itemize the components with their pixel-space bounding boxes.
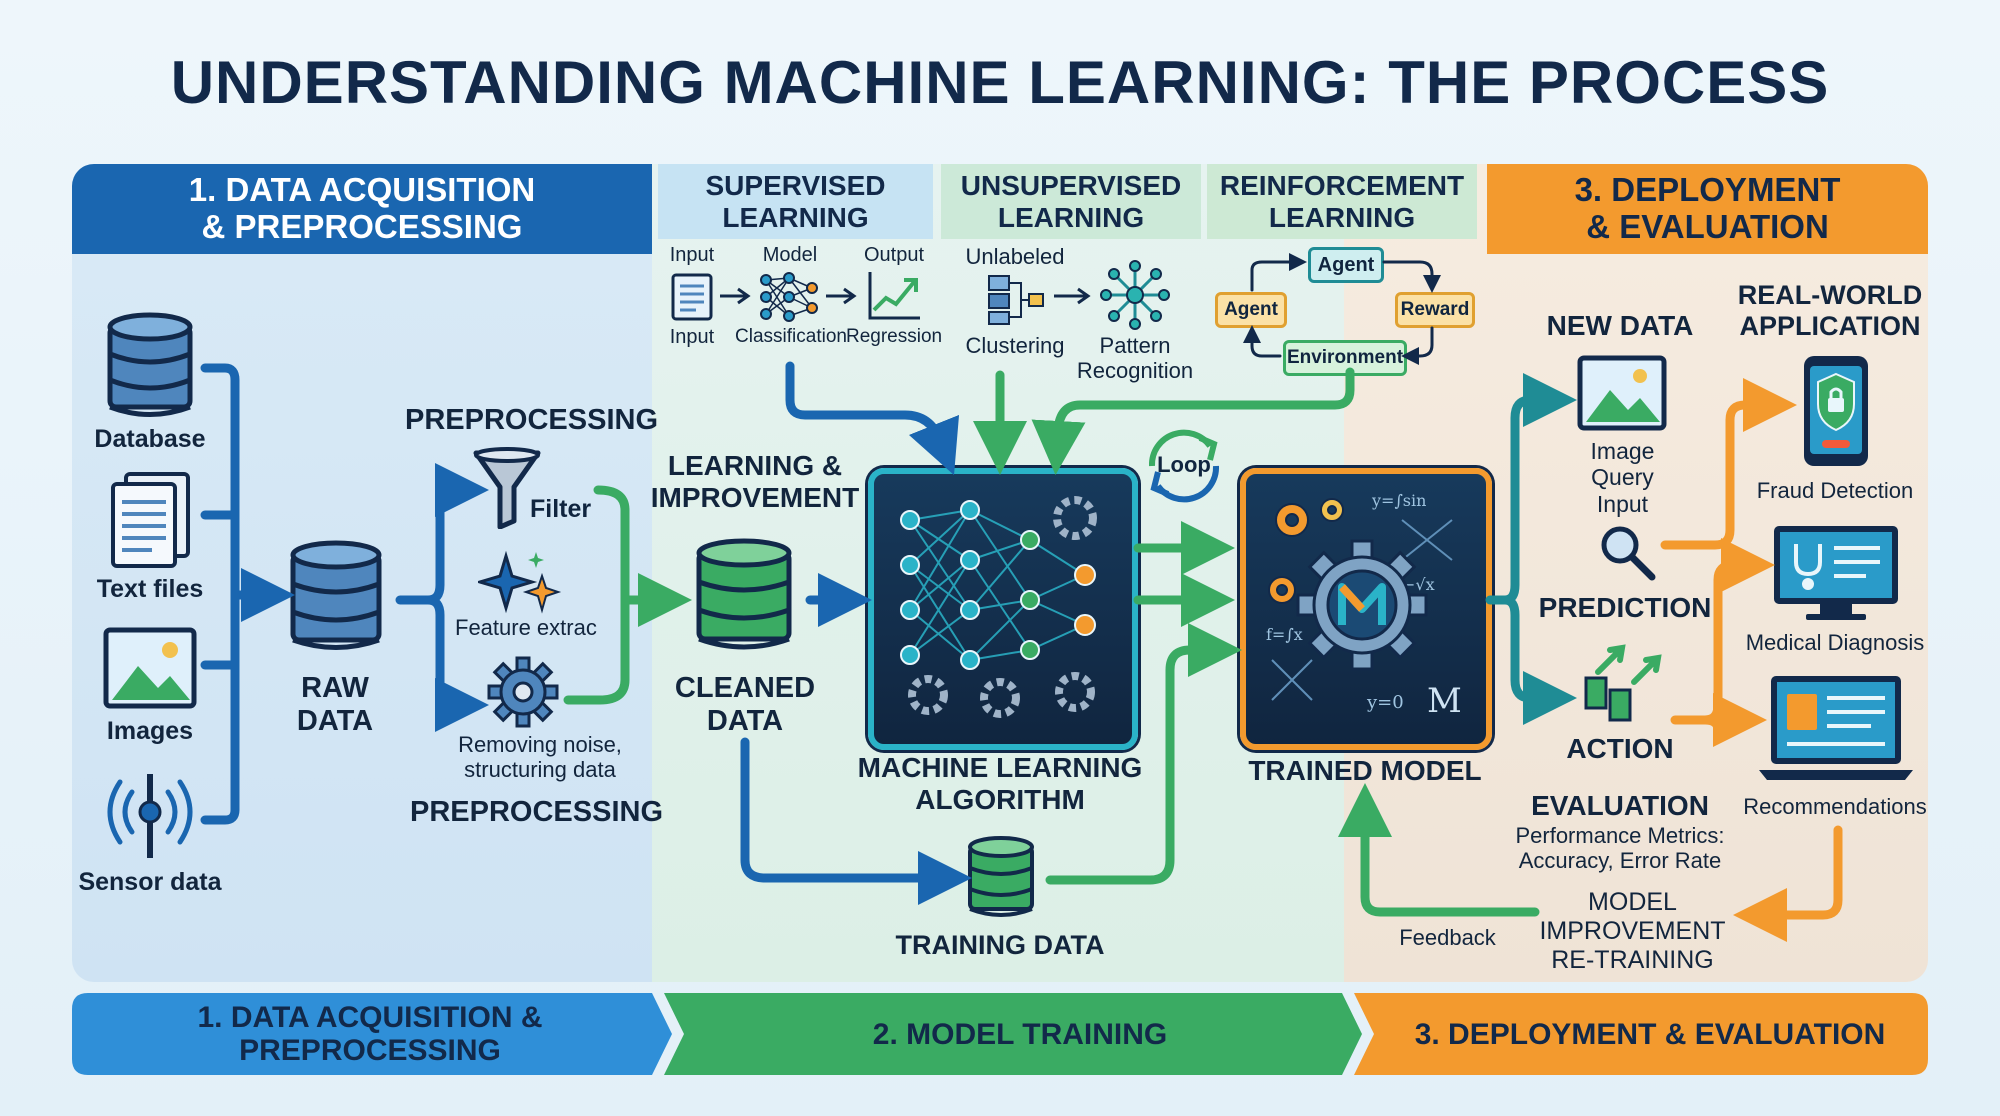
action-label: ACTION [1566, 733, 1674, 764]
real-world-label: REAL-WORLD APPLICATION [1737, 280, 1923, 342]
clustering-icon [988, 275, 1044, 325]
unlabeled-label: Unlabeled [965, 244, 1065, 269]
training-data-label: TRAINING DATA [895, 930, 1105, 960]
arrow-right-icon [1054, 287, 1091, 305]
text-files-icon [111, 472, 190, 568]
images-icon [103, 627, 197, 709]
model-improvement-label: MODEL IMPROVEMENT RE-TRAINING [1539, 888, 1726, 974]
regression-label: Regression [846, 326, 943, 347]
supervised-header: SUPERVISED LEARNING [658, 164, 933, 239]
agent-left-box: Agent [1215, 292, 1287, 328]
footer-stage-1-shape [72, 993, 672, 1075]
arrow-right-icon [826, 287, 857, 305]
environment-box: Environment [1283, 340, 1407, 376]
trend-chart-icon [868, 272, 920, 320]
pattern-recognition-label: Pattern Recognition [1076, 333, 1194, 384]
source-images-label: Images [106, 717, 194, 745]
training-data-database-icon [968, 836, 1034, 917]
preprocessing-top-label: PREPROCESSING [405, 404, 658, 436]
svg-text:y=0: y=0 [1366, 692, 1404, 713]
svg-text:−√x: −√x [1402, 575, 1435, 594]
laptop-recommendations-icon [1759, 676, 1913, 780]
magnifier-icon [1601, 526, 1656, 581]
performance-metrics-label: Performance Metrics: Accuracy, Error Rat… [1515, 823, 1725, 874]
footer-arrows [72, 993, 1928, 1075]
source-sensor-label: Sensor data [78, 868, 222, 896]
supervised-model-label: Model [762, 244, 818, 266]
filter-icon [473, 447, 541, 529]
preprocessing-bottom-label: PREPROCESSING [410, 796, 663, 828]
phone-shield-icon [1804, 356, 1868, 466]
input-document-icon [671, 273, 713, 321]
raw-data-database-icon [290, 540, 382, 650]
evaluation-label: EVALUATION [1531, 790, 1709, 821]
section-3-header: 3. DEPLOYMENT & EVALUATION [1487, 164, 1928, 254]
new-data-label: NEW DATA [1546, 310, 1694, 341]
supervised-input2-label: Input [669, 326, 715, 348]
svg-text:y=∫sin: y=∫sin [1371, 491, 1426, 510]
cleaned-data-label: CLEANED DATA [674, 672, 816, 738]
raw-data-label: RAW DATA [296, 672, 374, 738]
trained-model-gear-icon: y=∫sin f=∫x −√x y=0 M [1266, 491, 1462, 721]
feedback-label: Feedback [1399, 925, 1496, 950]
svg-text:M: M [1427, 681, 1462, 721]
neural-network-icon [760, 272, 818, 322]
image-query-label: Image Query Input [1590, 438, 1655, 517]
reinforcement-header: REINFORCEMENT LEARNING [1207, 164, 1477, 239]
arrow-right-icon [720, 287, 751, 305]
supervised-input-label: Input [669, 244, 715, 266]
fraud-detection-label: Fraud Detection [1756, 478, 1914, 503]
trained-model-label: TRAINED MODEL [1248, 755, 1482, 786]
source-text-files-label: Text files [96, 575, 204, 603]
classification-label: Classification [735, 326, 847, 347]
agent-top-box: Agent [1308, 247, 1384, 283]
unsupervised-header: UNSUPERVISED LEARNING [941, 164, 1201, 239]
loop-label: Loop [1157, 452, 1211, 477]
clustering-label: Clustering [965, 333, 1065, 358]
pattern-network-icon [1100, 260, 1170, 330]
supervised-output-label: Output [863, 244, 925, 266]
learning-improvement-label: LEARNING & IMPROVEMENT [650, 450, 860, 514]
neural-network-icon [900, 496, 1097, 718]
filter-label: Filter [530, 495, 592, 523]
footer-stage-2-shape [664, 993, 1362, 1075]
medical-monitor-icon [1774, 526, 1898, 620]
prediction-label: PREDICTION [1538, 592, 1712, 623]
feature-extraction-label: Feature extrac [455, 615, 597, 640]
page-title: UNDERSTANDING MACHINE LEARNING: THE PROC… [170, 49, 1830, 116]
section-1-header: 1. DATA ACQUISITION & PREPROCESSING [72, 164, 652, 254]
database-icon [107, 312, 193, 417]
source-database-label: Database [94, 425, 206, 453]
recommendations-label: Recommendations [1743, 794, 1927, 819]
footer-stage-1-label: 1. DATA ACQUISITION & PREPROCESSING [197, 1001, 543, 1067]
footer-stage-3-shape [1354, 993, 1928, 1075]
svg-text:f=∫x: f=∫x [1266, 625, 1303, 644]
footer-stage-2-label: 2. MODEL TRAINING [872, 1017, 1168, 1051]
image-query-icon [1577, 355, 1667, 431]
removing-noise-label: Removing noise, structuring data [458, 732, 622, 783]
ml-algorithm-label: MACHINE LEARNING ALGORITHM [857, 752, 1143, 816]
sensor-icon [107, 774, 193, 858]
action-icon [1584, 644, 1662, 722]
cleaned-data-database-icon [696, 538, 792, 650]
medical-diagnosis-label: Medical Diagnosis [1745, 630, 1925, 655]
gear-icon [487, 656, 559, 728]
footer-stage-3-label: 3. DEPLOYMENT & EVALUATION [1414, 1017, 1886, 1051]
reward-box: Reward [1395, 292, 1475, 328]
sparkles-icon [478, 550, 562, 614]
